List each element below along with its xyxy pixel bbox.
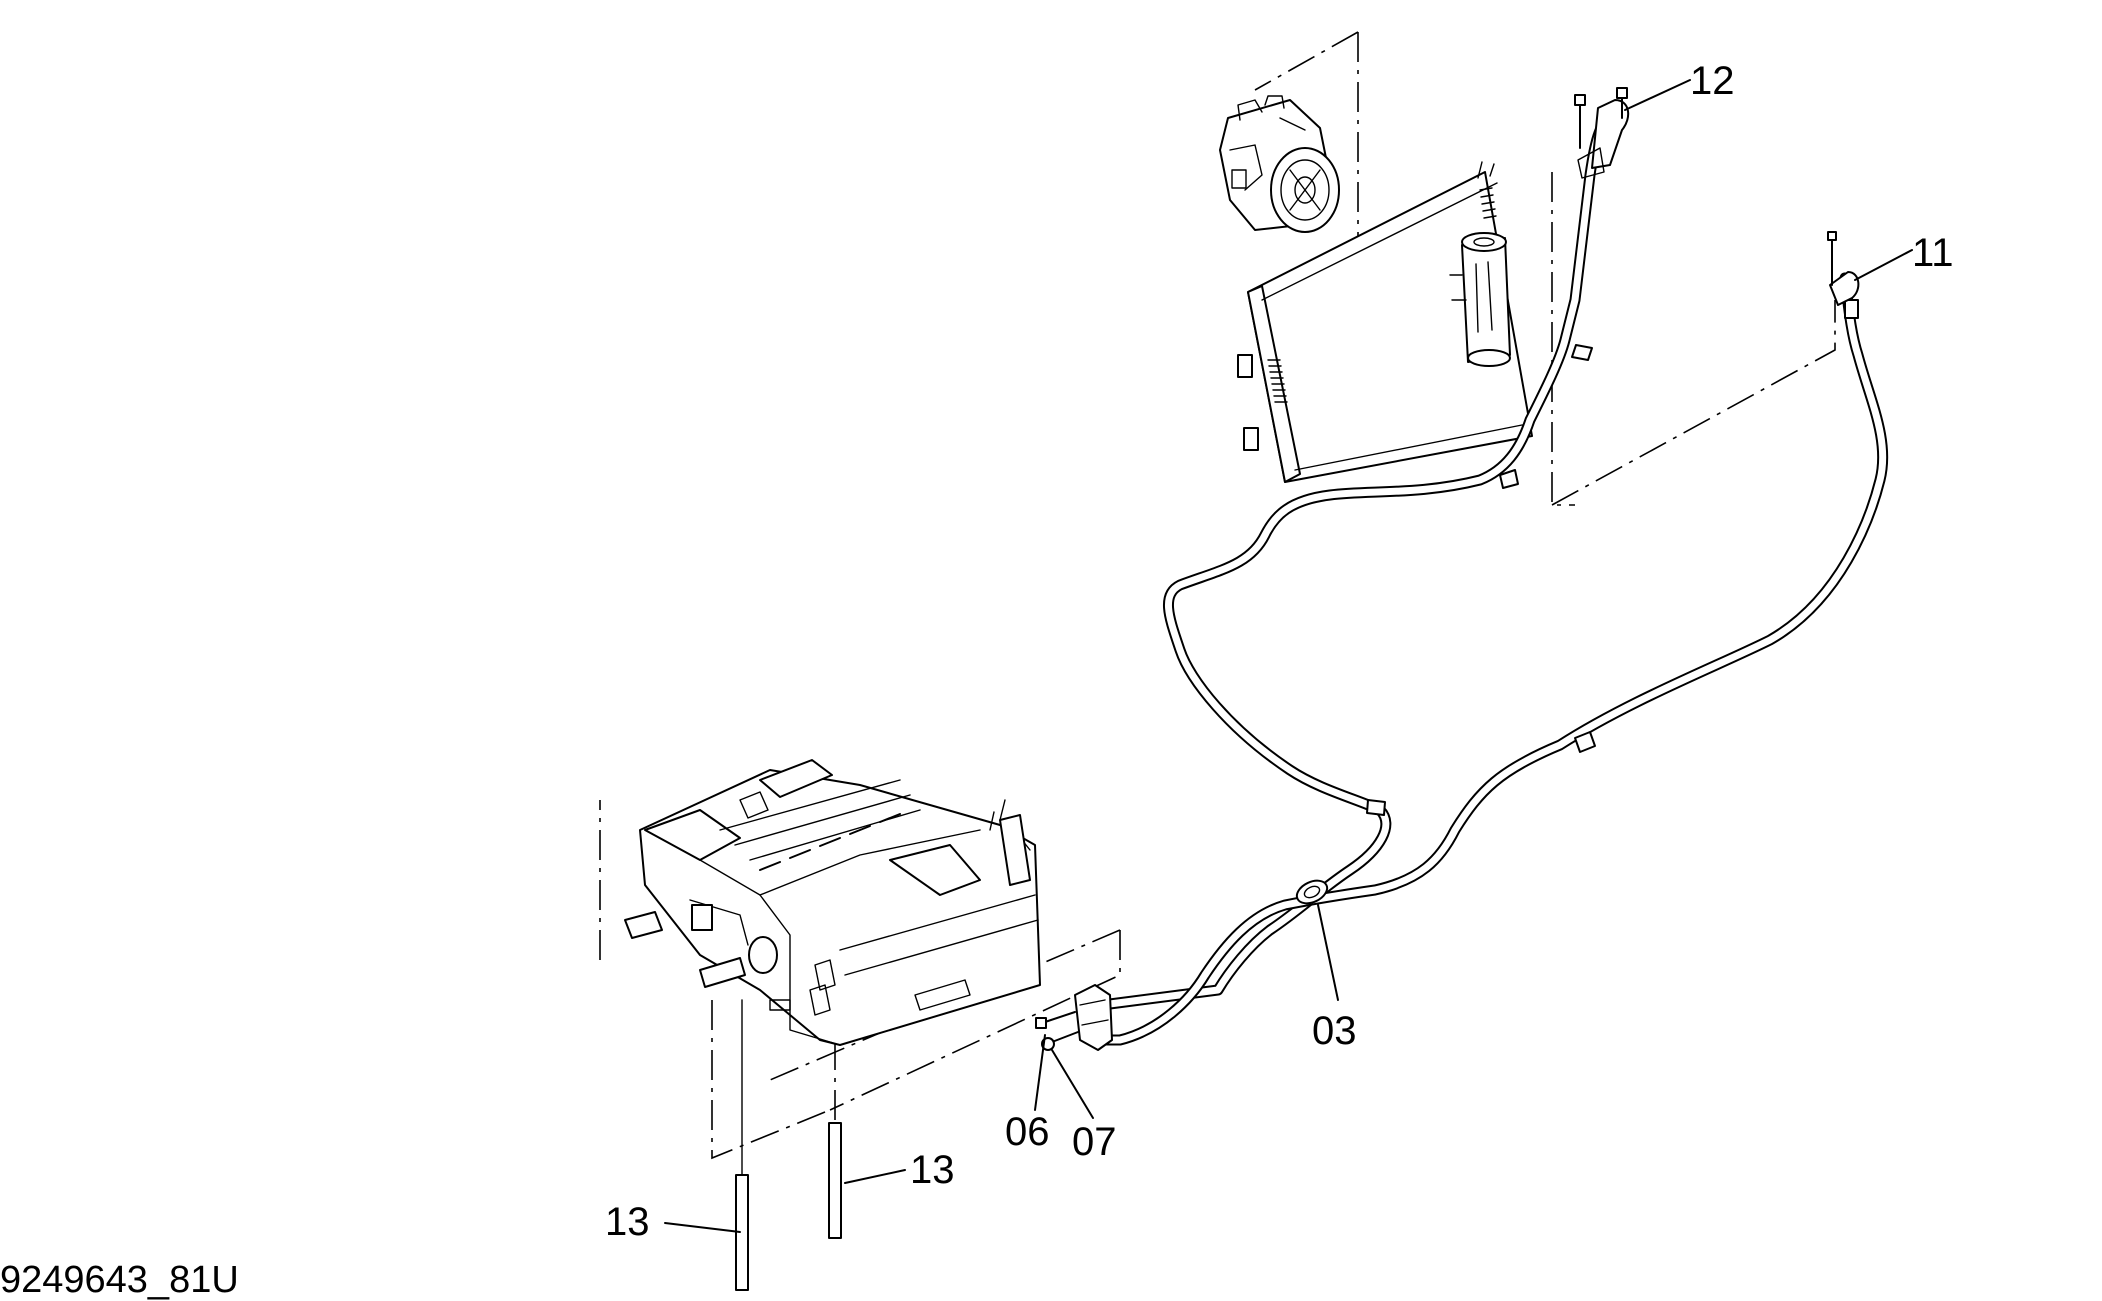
callout-06: 06: [1005, 1110, 1050, 1154]
clamp-icon: [1295, 879, 1329, 905]
bolt-icon: [1574, 87, 1837, 286]
condenser-fins: [1267, 359, 1288, 403]
callout-03: 03: [1312, 1009, 1357, 1053]
callout-12: 12: [1690, 59, 1735, 103]
condenser-icon: [1237, 161, 1533, 483]
callout-13-right: 13: [910, 1148, 955, 1192]
drain-tube-icon: [735, 999, 842, 1291]
refrigerant-hose-icon: [1096, 99, 1889, 1046]
condenser-side-fins: [1479, 187, 1497, 219]
callout-11: 11: [1912, 231, 1954, 275]
compressor-icon: [1219, 95, 1340, 233]
callout-07: 07: [1072, 1120, 1117, 1164]
document-id: 9249643_81U: [0, 1259, 239, 1301]
hose-connector-block: [1035, 984, 1113, 1051]
receiver-drier-icon: [1449, 232, 1511, 367]
hvac-unit-icon: [624, 759, 1041, 1046]
callout-leaders: [664, 79, 1913, 1233]
callout-13-left: 13: [605, 1200, 650, 1244]
hvac-vent-slots: [759, 813, 901, 871]
